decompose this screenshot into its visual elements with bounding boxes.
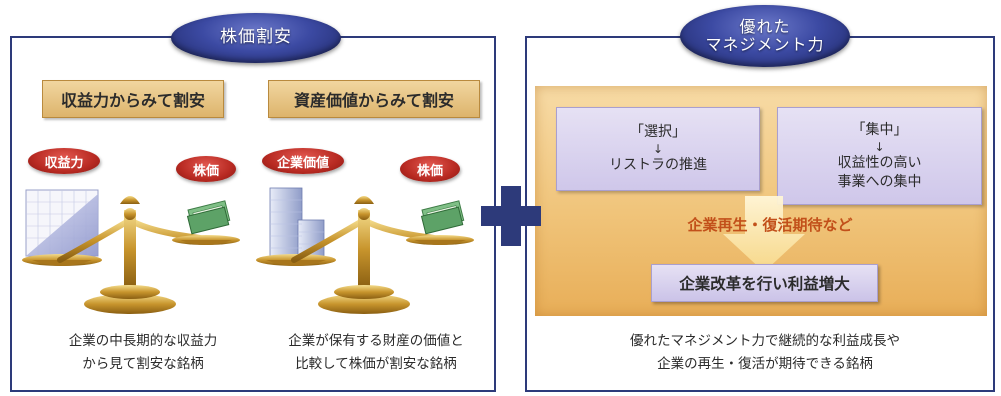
selection-label: 「選択」 [630,124,686,140]
asset-value-box: 資産価値からみて割安 [268,80,480,118]
earnings-box: 収益力からみて割安 [42,80,224,118]
earnings-chart-icon [25,189,99,257]
management-caption: 優れたマネジメント力で継続的な利益成長や 企業の再生・復活が期待できる銘柄 [560,330,970,376]
balance-scale-left-icon [22,189,240,314]
focus-text-line2: 事業への集中 [837,173,922,190]
plus-icon [481,186,541,246]
right-title-line1: 優れた [739,16,791,36]
earnings-caption-line1: 企業の中長期的な収益力 [68,333,218,349]
left-title-oval: 株価割安 [171,13,341,63]
balance-scale-right-icon [256,187,474,314]
management-caption-line1: 優れたマネジメント力で継続的な利益成長や [630,333,900,349]
asset-caption: 企業が保有する財産の価値と 比較して株価が割安な銘柄 [258,330,494,376]
money-stack-icon [420,200,465,235]
corporate-value-pill: 企業価値 [262,148,344,174]
management-caption-line2: 企業の再生・復活が期待できる銘柄 [657,356,873,372]
right-title-line2: マネジメント力 [705,35,825,54]
right-title-oval: 優れた マネジメント力 [680,5,850,67]
earnings-caption-line2: から見て割安な銘柄 [82,356,204,372]
earnings-caption: 企業の中長期的な収益力 から見て割安な銘柄 [28,330,258,376]
earnings-pill: 収益力 [28,148,100,174]
focus-label: 「集中」 [851,121,908,138]
down-arrow-icon [723,196,805,272]
asset-caption-line1: 企業が保有する財産の価値と [288,333,464,349]
asset-caption-line2: 比較して株価が割安な銘柄 [295,356,457,372]
building-icon [269,187,325,259]
left-title: 株価割安 [220,27,292,48]
focus-text-line1: 収益性の高い [837,154,922,171]
focus-arrow-icon: ↓ [874,139,885,154]
stock-price-pill-left: 株価 [176,156,236,182]
focus-box: 「集中」 ↓ 収益性の高い 事業への集中 [777,107,982,205]
selection-box: 「選択」 ↓ リストラの推進 [556,107,760,191]
expectation-text: 企業再生・復活期待など [687,216,853,234]
money-stack-icon [186,200,231,235]
result-box: 企業改革を行い利益増大 [651,264,878,302]
selection-arrow-icon: ↓ [652,142,664,156]
selection-text: リストラの推進 [609,157,707,173]
stock-price-pill-right: 株価 [400,156,460,182]
